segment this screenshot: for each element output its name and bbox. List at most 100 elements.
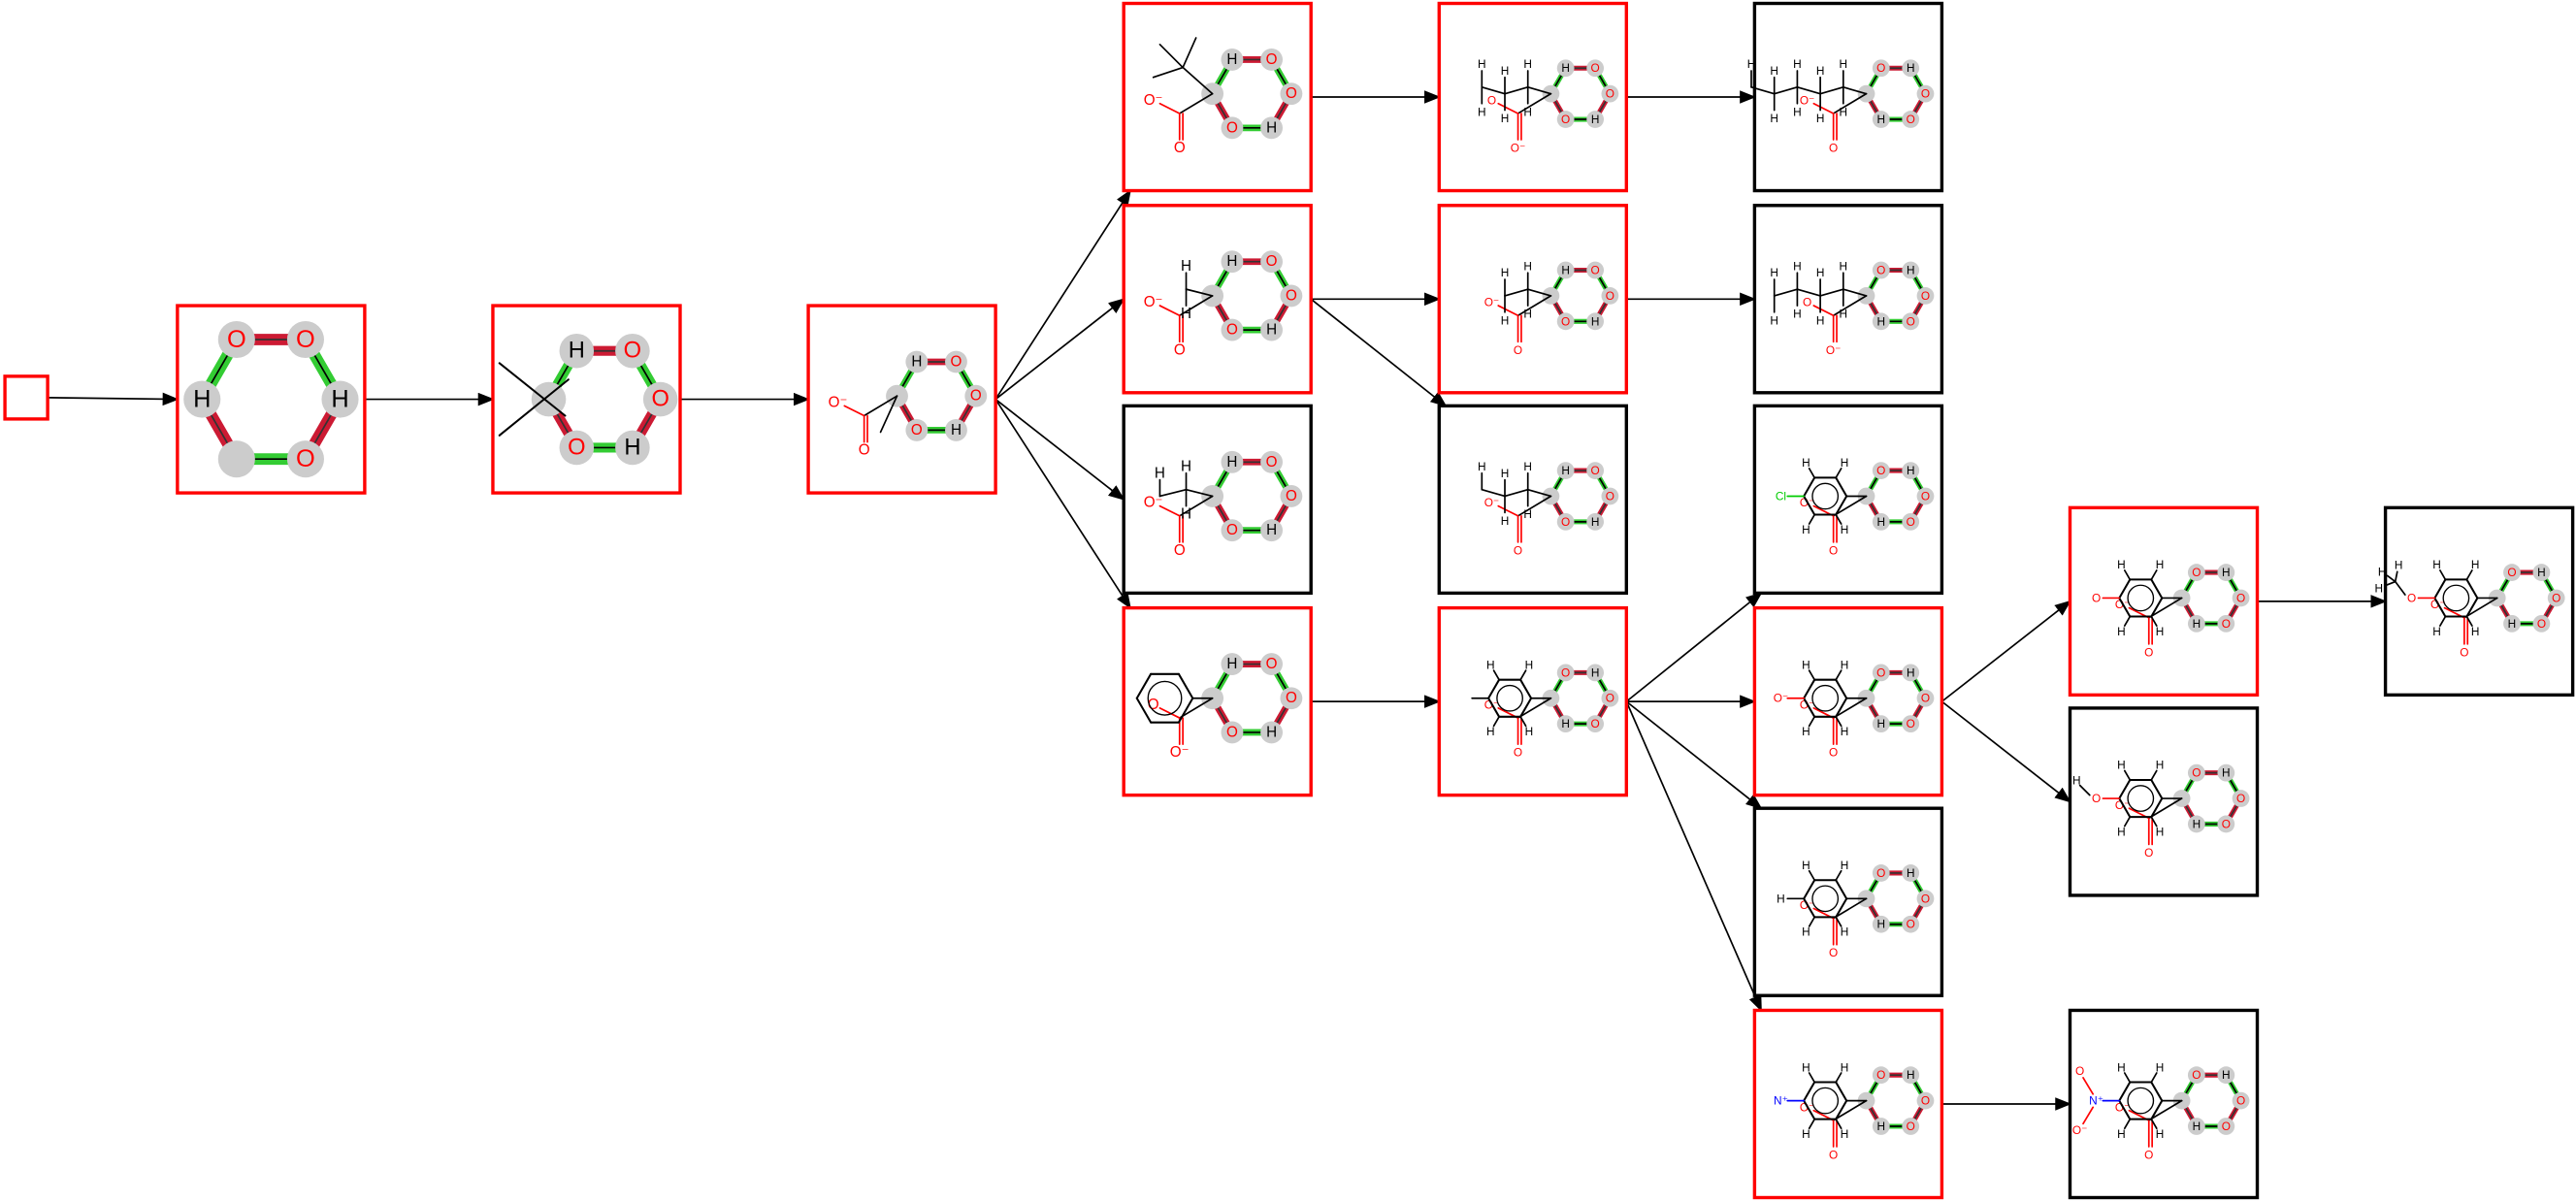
aromatic-bond [2433, 597, 2447, 618]
hydrogen-label: H [2117, 759, 2126, 772]
hydrogen-label: H [1770, 266, 1778, 279]
atom-highlight [1556, 111, 1575, 128]
hydrogen-label: H [1501, 514, 1510, 528]
carboxylate-oxygen-label: O⁻ [1144, 294, 1163, 310]
bond [2123, 615, 2132, 627]
bond [1182, 66, 1214, 95]
bond [2463, 597, 2498, 619]
atom-highlight [1586, 59, 1605, 78]
ring-atom-label: H [331, 386, 348, 413]
bond [2150, 769, 2158, 781]
atom-highlight [1902, 111, 1920, 128]
selected-node-frame [1437, 605, 1629, 797]
edge-arrow-root-to-n1 [48, 392, 179, 406]
bond [2150, 1118, 2158, 1130]
atom-highlight [1260, 721, 1283, 744]
atom-highlight [1586, 664, 1605, 682]
carboxylate-oxygen-label: O [1803, 296, 1811, 309]
bond [2150, 816, 2158, 828]
atom-highlight [1586, 462, 1605, 479]
carboxylate-oxygen-label: O [1829, 746, 1838, 760]
ring-atom-label: O [568, 435, 585, 460]
bond [2147, 597, 2183, 619]
ring-atom-label: H [1266, 724, 1277, 740]
atom-highlight [2187, 815, 2205, 833]
bond [2123, 1072, 2132, 1084]
node-root[interactable] [3, 374, 49, 421]
bond [1516, 92, 1552, 114]
aromatic-bond [1835, 697, 1848, 718]
hydrogen-label: H [1802, 725, 1810, 738]
bond [1504, 488, 1529, 498]
atom-highlight [1902, 864, 1920, 882]
aromatic-ring-inner [1147, 680, 1183, 716]
ring-atom-label: H [1591, 665, 1600, 679]
hydrogen-label: H [1770, 313, 1778, 327]
atom-highlight [1872, 512, 1890, 531]
bond [2150, 569, 2158, 581]
ring-atom-label: O [1907, 314, 1915, 328]
aromatic-bond [2150, 597, 2164, 618]
ring-atom-label: O [1226, 724, 1238, 740]
bond [1526, 488, 1552, 498]
hydrogen-label: H [2156, 558, 2165, 571]
hydrogen-label: H [1486, 725, 1495, 738]
ring-atom-label: O [1921, 489, 1930, 503]
edge-arrow-c5d-to-c6c [1625, 592, 1763, 702]
ring-atom-label: O [1876, 61, 1885, 75]
bond [1481, 488, 1506, 498]
aromatic-bond [1519, 697, 1533, 718]
hydrogen-label: H [2375, 581, 2384, 595]
atom-highlight [615, 333, 650, 369]
aromatic-bond [1803, 495, 1816, 516]
selected-node-frame [1437, 1, 1629, 193]
bond [2078, 784, 2091, 796]
atom-highlight [183, 380, 221, 418]
ring-atom-label: O [1921, 87, 1930, 101]
ring-atom-label: H [2222, 766, 2231, 780]
ring-atom-label: H [193, 386, 211, 413]
atom-highlight [1556, 715, 1575, 733]
ring-atom-label: O [1921, 692, 1930, 705]
bond [1497, 504, 1519, 517]
carboxylate-oxygen-label: O [1829, 946, 1838, 959]
ring-atom-label: H [1226, 51, 1237, 68]
ring-atom-label: H [1561, 264, 1570, 277]
edge-arrow-n3-to-c4c [995, 398, 1125, 501]
bond [2386, 574, 2397, 583]
aromatic-bond [2118, 1099, 2132, 1120]
ring-atom-label: H [1876, 113, 1885, 126]
hydrogen-label: H [1816, 64, 1825, 78]
hydrogen-label: H [1478, 57, 1486, 71]
ring-atom-label: O [2222, 617, 2231, 631]
atom-highlight [1916, 487, 1935, 505]
atom-highlight [1902, 1118, 1920, 1135]
